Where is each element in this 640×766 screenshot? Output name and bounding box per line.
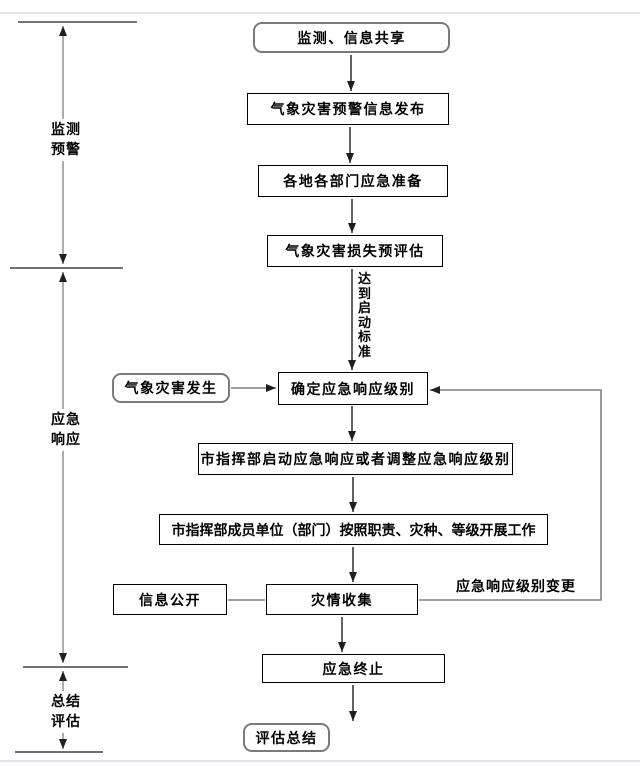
side-connectors: [228, 384, 276, 601]
node-dept-emergency-prepare: 各地各部门应急准备: [258, 165, 448, 197]
node-disaster-occurred: 气象灾害发生: [112, 373, 230, 403]
node-loss-preassessment: 气象灾害损失预评估: [267, 235, 443, 267]
phase-line: 响应: [51, 432, 81, 448]
edge-label-reach-start-criteria: 达到启动标准: [357, 272, 372, 360]
phase-line: 应急: [51, 412, 81, 428]
node-start-or-adjust-response: 市指挥部启动应急响应或者调整应急响应级别: [198, 443, 513, 475]
phase-line: 监测: [51, 122, 81, 138]
main-flow-arrows: [338, 55, 357, 721]
node-disaster-info-collection: 灾情收集: [266, 584, 418, 615]
edge-label-response-level-change: 应急响应级别变更: [456, 576, 576, 596]
node-member-units-work: 市指挥部成员单位（部门）按照职责、灾种、等级开展工作: [159, 514, 548, 545]
phase-bracket: [10, 21, 137, 753]
page-border-lines: [0, 12, 640, 762]
feedback-loop: [419, 386, 602, 601]
phase-label-monitoring-warning: 监测 预警: [42, 119, 90, 161]
node-monitoring-sharing: 监测、信息共享: [253, 22, 450, 53]
phase-label-summary-evaluation: 总结 评估: [42, 691, 90, 733]
arrow-level-change: [419, 386, 602, 601]
phase-label-emergency-response: 应急 响应: [42, 409, 90, 451]
node-info-disclosure: 信息公开: [113, 584, 227, 615]
phase-line: 预警: [51, 142, 81, 158]
phase-line: 总结: [51, 694, 81, 710]
node-determine-response-level: 确定应急响应级别: [278, 372, 428, 405]
node-emergency-termination: 应急终止: [262, 654, 445, 683]
node-evaluation-summary: 评估总结: [243, 723, 330, 752]
phase-line: 评估: [51, 714, 81, 730]
node-warning-info-release: 气象灾害预警信息发布: [247, 93, 449, 125]
